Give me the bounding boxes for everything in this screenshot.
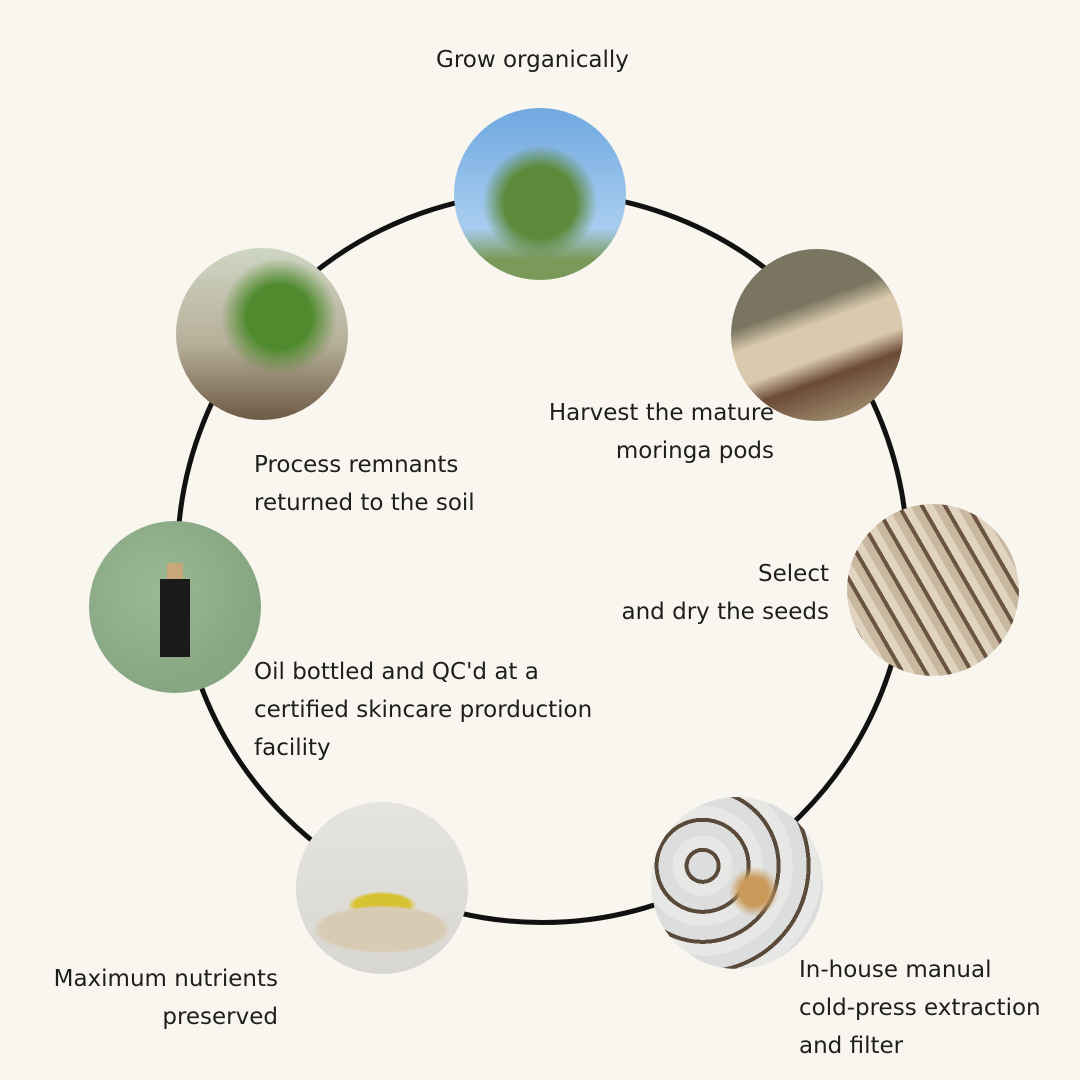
step-label-select-dry: Select and dry the seeds: [621, 561, 829, 625]
step-label-bottled: Oil bottled and QC'd at a certified skin…: [254, 659, 593, 761]
moringa-tree-photo: [454, 108, 626, 280]
moringa-pods-photo: [731, 249, 903, 421]
seeds-extraction-photo: [651, 797, 823, 969]
step-label-grow: Grow organically: [436, 47, 629, 73]
step-label-nutrients: Maximum nutrients preserved: [53, 966, 278, 1030]
oil-dropper-photo: [296, 802, 468, 974]
step-label-harvest: Harvest the mature moringa pods: [548, 400, 774, 464]
oil-bottle-photo: [89, 521, 261, 693]
drying-seeds-photo: [847, 504, 1019, 676]
soil-planting-photo: [176, 248, 348, 420]
step-label-extraction: In-house manual cold-press extraction an…: [799, 957, 1041, 1059]
step-label-remnants: Process remnants returned to the soil: [254, 452, 475, 516]
